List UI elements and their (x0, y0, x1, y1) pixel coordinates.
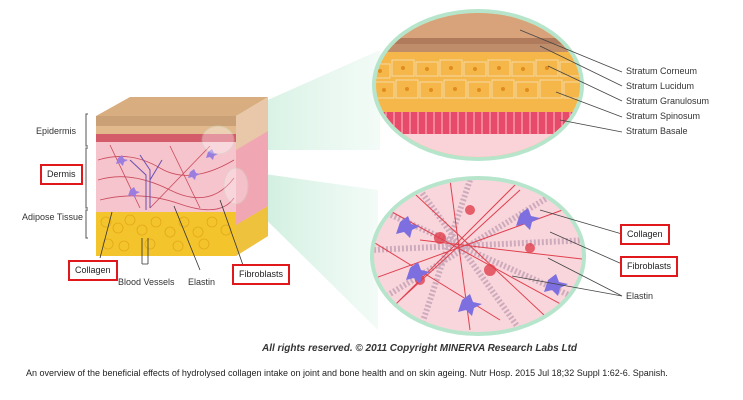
label-dermis: Dermis (40, 164, 83, 185)
label-detail-elastin: Elastin (626, 291, 654, 301)
label-detail-collagen: Collagen (620, 224, 670, 245)
label-stratum-corneum: Stratum Corneum (626, 66, 698, 76)
dermis-zoom-circle (370, 176, 586, 336)
zoom-beam-dermis (236, 170, 378, 330)
label-stratum-granulosum: Stratum Granulosum (626, 96, 710, 106)
copyright-notice: All rights reserved. © 2011 Copyright MI… (262, 343, 578, 354)
label-stratum-lucidum: Stratum Lucidum (626, 81, 695, 91)
label-fibroblasts: Fibroblasts (232, 264, 291, 285)
skin-top-face (96, 97, 268, 116)
label-blood-vessels: Blood Vessels (118, 277, 175, 287)
label-adipose-tissue: Adipose Tissue (22, 212, 84, 222)
label-stratum-spinosum: Stratum Spinosum (626, 111, 701, 121)
label-epidermis: Epidermis (36, 126, 77, 136)
label-elastin: Elastin (188, 277, 216, 287)
label-stratum-basale: Stratum Basale (626, 126, 688, 136)
figure-caption: An overview of the beneficial effects of… (26, 368, 668, 378)
label-detail-fibroblasts: Fibroblasts (620, 256, 679, 277)
label-collagen: Collagen (68, 260, 118, 281)
leader-lines-dermis (511, 209, 623, 297)
adipose-layer (96, 212, 236, 256)
leader-lines-epidermis (519, 29, 623, 133)
layer-brackets (85, 113, 88, 239)
skin-block (96, 97, 268, 256)
leader-lines-left (99, 199, 245, 271)
epidermis-zoom-circle (372, 9, 584, 161)
